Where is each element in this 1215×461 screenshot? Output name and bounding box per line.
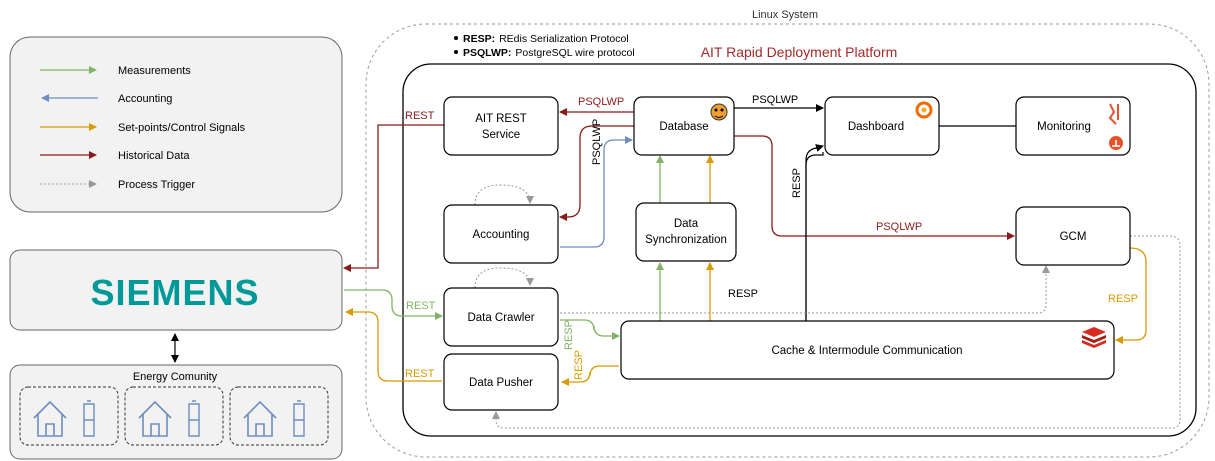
edge-label: REST (405, 110, 435, 122)
svg-text:Data: Data (674, 218, 699, 230)
legend-label: Measurements (118, 65, 191, 77)
legend-label: Historical Data (118, 150, 190, 162)
svg-text:Accounting: Accounting (473, 229, 530, 241)
legend-label: Process Trigger (118, 179, 195, 191)
svg-text:GCM: GCM (1060, 231, 1087, 243)
battery-icon (293, 400, 305, 437)
svg-text:Synchronization: Synchronization (645, 234, 727, 246)
node-data-crawler[interactable]: Data Crawler (443, 287, 559, 347)
legend-item: Set-points/Control Signals (40, 122, 246, 134)
house-icon (33, 400, 67, 437)
node-monitoring[interactable]: Monitoring (1015, 96, 1131, 156)
siemens-logo: SIEMENS (90, 272, 259, 313)
timescale-icon (710, 103, 728, 121)
edge-label: RESP (563, 320, 575, 350)
node-data-synchronization[interactable]: Data Synchronization (635, 202, 737, 262)
legend-label: Accounting (118, 93, 172, 105)
platform-title: AIT Rapid Deployment Platform (701, 44, 898, 60)
node-data-pusher[interactable]: Data Pusher (443, 353, 559, 411)
edge-cache-trigger-gcm (560, 265, 1050, 314)
node-database[interactable]: Database (633, 96, 735, 156)
legend-label: Set-points/Control Signals (118, 122, 246, 134)
edge-label: PSQLWP (876, 221, 922, 233)
edge-accounting-to-db (560, 136, 633, 248)
household-unit (124, 386, 224, 446)
redis-icon (1082, 327, 1106, 348)
edge-label: PSQLWP (591, 119, 603, 165)
svg-text:Cache & Intermodule Communicat: Cache & Intermodule Communication (771, 345, 962, 357)
legend-item: Process Trigger (40, 179, 195, 191)
edge-db-to-gcm (734, 135, 1015, 240)
edge-label: REST (405, 368, 435, 380)
node-accounting[interactable]: Accounting (443, 204, 559, 264)
edge-label: RESP (573, 350, 585, 380)
battery-icon (83, 400, 95, 437)
edge-label: REST (406, 300, 436, 312)
node-gcm[interactable]: GCM (1015, 206, 1131, 266)
svg-text:Database: Database (659, 121, 708, 133)
battery-icon (188, 400, 200, 437)
note-term: PSQLWP: (463, 47, 511, 59)
edge-rest-service-to-siemens (343, 124, 444, 272)
house-icon (138, 400, 172, 437)
note-desc: REdis Serialization Protocol (499, 33, 629, 45)
linux-system-label: Linux System (752, 9, 818, 21)
svg-text:RESP:REdis Serialization Proto: RESP: REdis Serialization Protocol (463, 33, 629, 45)
edge-siemens-to-crawler (344, 289, 443, 320)
svg-text:Monitoring: Monitoring (1037, 121, 1091, 133)
edge-cache-to-dashboard-head (805, 144, 824, 321)
edge-accounting-trigger (474, 184, 534, 206)
edge-crawler-to-cache (560, 319, 620, 340)
svg-text:Service: Service (482, 129, 520, 141)
node-ait-rest-service[interactable]: AIT REST Service (443, 96, 559, 156)
house-icon (243, 400, 277, 437)
legend-item: Measurements (40, 65, 191, 77)
note-term: RESP: (463, 33, 495, 45)
edge-label: RESP (791, 168, 803, 198)
protocol-notes: RESP: REdis Serialization Protocol PSQLWP… (454, 33, 635, 59)
household-unit (19, 386, 119, 446)
svg-text:AIT REST: AIT REST (475, 113, 527, 125)
edge-gcm-trigger-pusher (492, 235, 1181, 429)
siemens-box[interactable] (9, 249, 343, 331)
edge-cache-to-pusher (561, 365, 619, 386)
energy-community-label: Energy Comunity (133, 371, 218, 383)
household-unit (229, 386, 329, 446)
node-dashboard[interactable]: Dashboard (824, 96, 940, 156)
note-desc: PostgreSQL wire protocol (515, 47, 634, 59)
svg-text:Data Crawler: Data Crawler (467, 312, 534, 324)
legend-item: Accounting (41, 93, 172, 105)
edge-gcm-to-cache (1115, 247, 1147, 344)
linux-system-boundary (365, 23, 1210, 458)
node-cache[interactable]: Cache & Intermodule Communication (620, 320, 1115, 380)
edge-db-to-accounting (559, 125, 634, 221)
monitoring-icon (1108, 103, 1123, 150)
grafana-icon (915, 101, 933, 119)
svg-text:PSQLWP:PostgreSQL wire protoco: PSQLWP: PostgreSQL wire protocol (463, 47, 635, 59)
edge-label: RESP (1108, 293, 1138, 305)
edge-label: PSQLWP (578, 96, 624, 108)
legend-item: Historical Data (40, 150, 190, 162)
edge-crawler-trigger (474, 267, 534, 289)
edge-label: RESP (728, 288, 758, 300)
svg-text:Dashboard: Dashboard (848, 121, 904, 133)
legend-box (9, 36, 343, 213)
svg-text:Data Pusher: Data Pusher (469, 377, 533, 389)
edge-label: PSQLWP (752, 94, 798, 106)
edge-pusher-to-siemens (345, 308, 442, 382)
